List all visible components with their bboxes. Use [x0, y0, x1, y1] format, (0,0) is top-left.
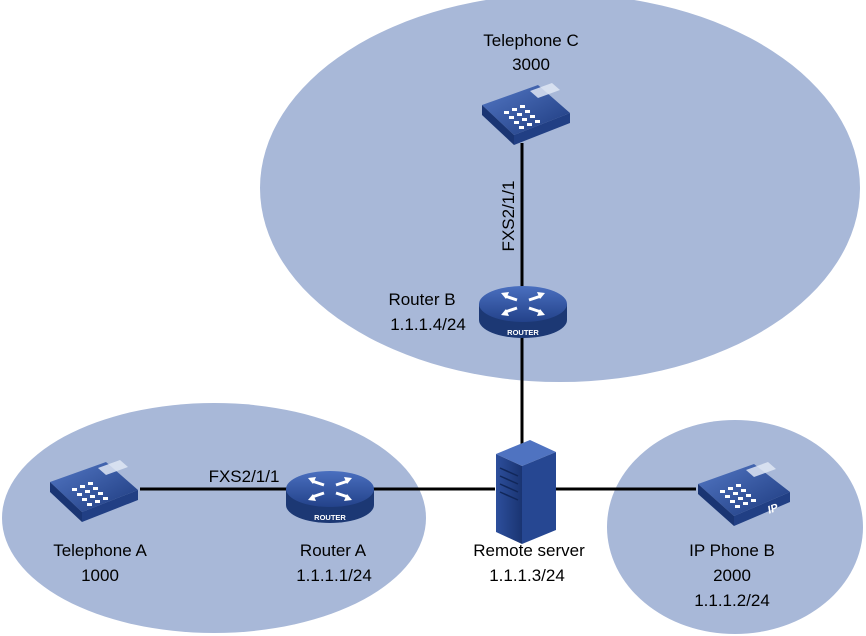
port-label-router-a: FXS2/1/1 [209, 467, 280, 486]
zone-right [607, 420, 863, 634]
server-ip: 1.1.1.3/24 [489, 566, 565, 585]
ip-phone-b-name: IP Phone B [689, 541, 775, 560]
router-a-ip: 1.1.1.1/24 [296, 566, 372, 585]
router-icon: ROUTER [479, 286, 567, 338]
router-a-badge: ROUTER [314, 513, 346, 522]
router-b-name: Router B [388, 290, 455, 309]
port-label-router-b: FXS2/1/1 [499, 181, 518, 252]
server-name: Remote server [473, 541, 585, 560]
router-b-badge: ROUTER [507, 328, 539, 337]
server-icon [496, 440, 556, 544]
router-b-ip: 1.1.1.4/24 [390, 315, 466, 334]
telephone-a-name: Telephone A [53, 541, 147, 560]
telephone-a-number: 1000 [81, 566, 119, 585]
telephone-icon [482, 83, 570, 145]
zone-left [2, 403, 426, 633]
ip-phone-b-number: 2000 [713, 566, 751, 585]
telephone-c-number: 3000 [512, 55, 550, 74]
router-icon: ROUTER [286, 471, 374, 523]
ip-phone-b-ip: 1.1.1.2/24 [694, 591, 770, 610]
telephone-c-name: Telephone C [483, 31, 578, 50]
ip-phone-icon: IP [698, 462, 790, 526]
links [140, 143, 696, 491]
zone-top [260, 0, 860, 382]
telephone-icon [50, 460, 138, 522]
router-a-name: Router A [300, 541, 367, 560]
ip-phone-badge: IP [766, 502, 780, 517]
